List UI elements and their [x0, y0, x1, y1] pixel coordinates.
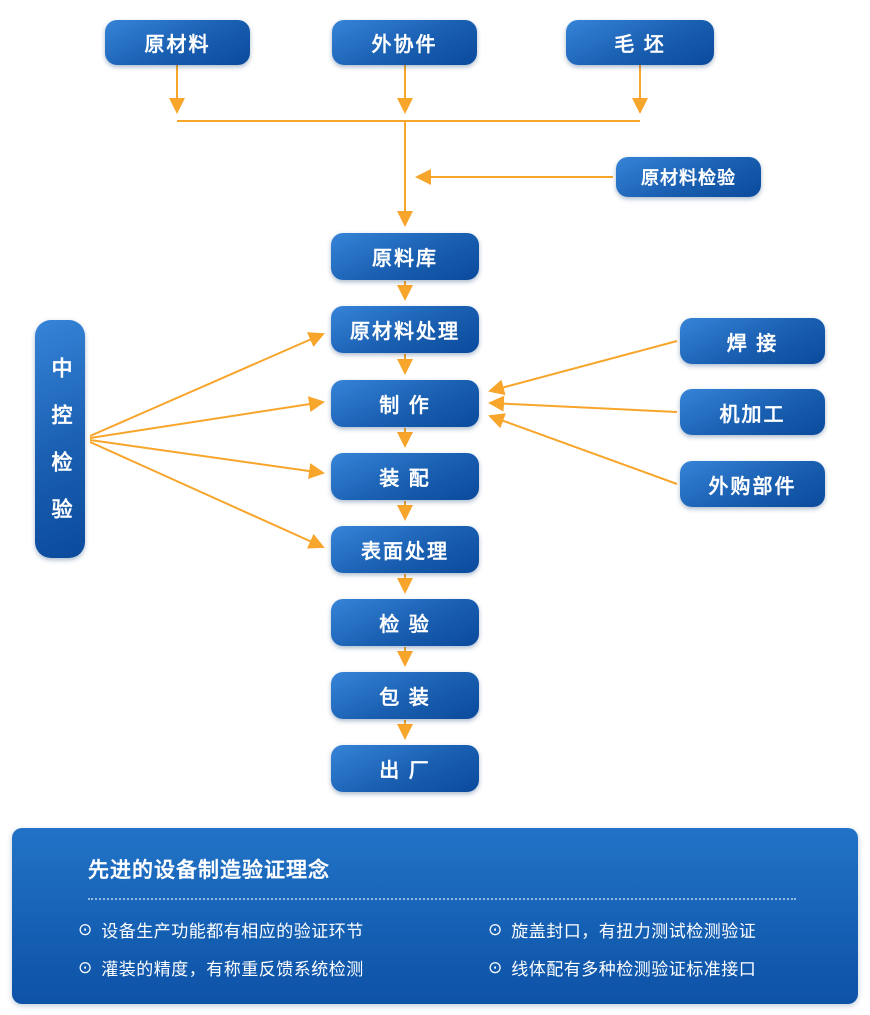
node-surface-treatment: 表面处理	[331, 526, 479, 573]
bullet-list: ⊙ 设备生产功能都有相应的验证环节 ⊙ 旋盖封口，有扭力测试检测验证 ⊙ 灌装的…	[78, 917, 818, 980]
bottom-panel: 先进的设备制造验证理念 ⊙ 设备生产功能都有相应的验证环节 ⊙ 旋盖封口，有扭力…	[12, 828, 858, 1004]
bullet-text: 灌装的精度，有称重反馈系统检测	[101, 960, 364, 979]
bullet-item: ⊙ 灌装的精度，有称重反馈系统检测	[78, 955, 478, 980]
bullet-item: ⊙ 旋盖封口，有扭力测试检测验证	[488, 917, 818, 942]
node-raw-material: 原材料	[105, 20, 250, 65]
node-raw-material-processing: 原材料处理	[331, 306, 479, 353]
node-inspection: 检 验	[331, 599, 479, 646]
node-shipping: 出 厂	[331, 745, 479, 792]
node-production: 制 作	[331, 380, 479, 427]
node-machining: 机加工	[680, 389, 825, 435]
bullet-text: 旋盖封口，有扭力测试检测验证	[511, 922, 757, 941]
bullet-text: 设备生产功能都有相应的验证环节	[101, 922, 364, 941]
node-purchased-parts: 外购部件	[680, 461, 825, 507]
node-raw-material-warehouse: 原料库	[331, 233, 479, 280]
node-packaging: 包 装	[331, 672, 479, 719]
node-blank: 毛 坯	[566, 20, 714, 65]
node-central-control-inspection: 中控检验	[35, 320, 85, 558]
node-outsourced-parts: 外协件	[332, 20, 477, 65]
circled-dot-icon: ⊙	[78, 958, 93, 977]
node-welding: 焊 接	[680, 318, 825, 364]
circled-dot-icon: ⊙	[78, 920, 93, 939]
bullet-item: ⊙ 线体配有多种检测验证标准接口	[488, 955, 818, 980]
bullet-item: ⊙ 设备生产功能都有相应的验证环节	[78, 917, 478, 942]
dotted-divider	[88, 898, 796, 900]
circled-dot-icon: ⊙	[488, 920, 503, 939]
node-assembly: 装 配	[331, 453, 479, 500]
node-raw-material-inspection: 原材料检验	[616, 157, 761, 197]
bullet-text: 线体配有多种检测验证标准接口	[511, 960, 757, 979]
panel-title: 先进的设备制造验证理念	[88, 859, 330, 882]
circled-dot-icon: ⊙	[488, 958, 503, 977]
